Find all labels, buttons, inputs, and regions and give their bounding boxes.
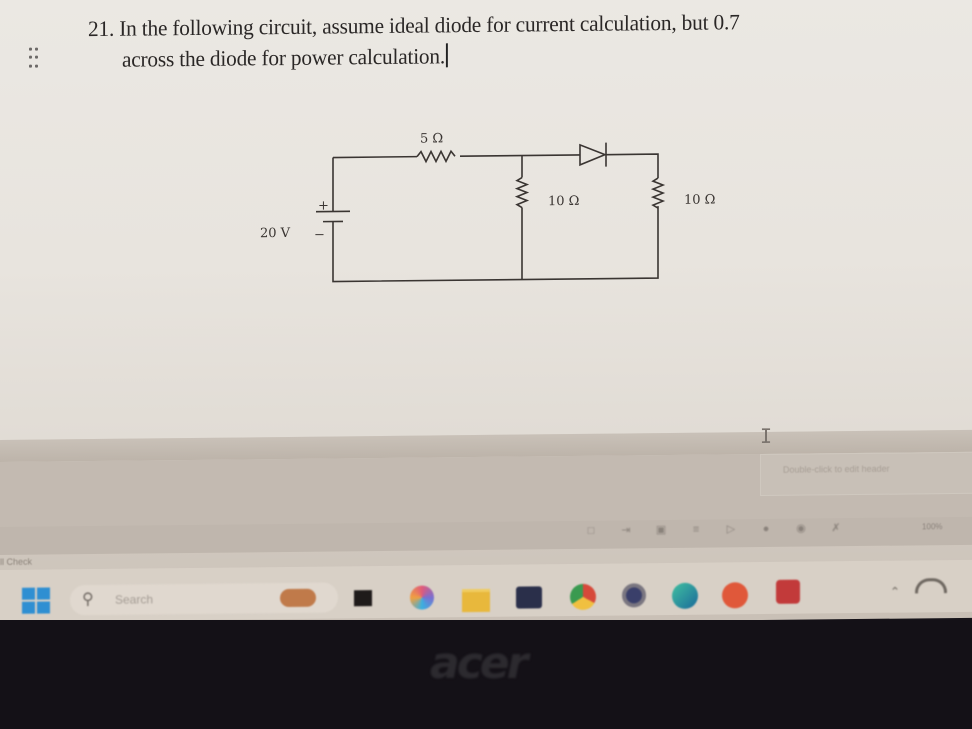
windows-start-icon[interactable] [22,587,50,614]
mouse-ibeam-cursor-icon: I [760,423,773,449]
microsoft-store-icon[interactable] [516,586,542,609]
load-resistor-label: 10 Ω [684,193,715,208]
tray-overflow-chevron-icon[interactable]: ⌃ [890,584,901,599]
header-hint-box[interactable]: Double-click to edit header [760,451,972,497]
search-icon: ⚲ [82,591,94,609]
header-hint-text: Double-click to edit header [783,463,890,475]
globe-icon[interactable]: ● [762,522,770,536]
edge-browser-icon[interactable] [672,582,698,609]
shunt-resistor-label: 10 Ω [548,194,579,209]
wifi-icon[interactable] [915,578,947,594]
windows-taskbar: ⚲ Search ⌃ [0,559,972,622]
page-icon[interactable]: □ [587,524,595,537]
source-minus-sign: − [314,228,325,243]
settings-gear-icon[interactable] [622,583,646,608]
circuit-diagram: 5 Ω 10 Ω 10 Ω 20 V + − [260,131,715,283]
status-icon-group: □ ⇥ ▣ ≡ ▷ ● ◉ ✗ [585,522,865,537]
expand-icon[interactable]: ✗ [831,522,841,535]
file-explorer-icon[interactable] [462,588,490,613]
taskbar-search-box[interactable]: ⚲ Search [70,582,338,616]
image-icon[interactable]: ▣ [655,524,667,537]
import-icon[interactable]: ⇥ [621,524,631,537]
search-placeholder: Search [115,592,154,607]
search-highlight-icon [280,588,316,608]
eye-icon[interactable]: ◉ [796,522,806,535]
drag-handle-icon[interactable] [29,47,39,70]
resistor-5ohm [416,149,456,164]
source-plus-sign: + [318,199,329,214]
question-text[interactable]: 21. In the following circuit, assume ide… [88,6,740,75]
acer-logo: acer [430,638,528,689]
list-icon[interactable]: ≡ [692,523,700,536]
play-icon[interactable]: ▷ [726,523,736,536]
chrome-icon[interactable] [570,583,596,611]
copilot-app-icon[interactable] [410,585,434,610]
resistor-5ohm-label: 5 Ω [420,131,443,146]
red-app-icon[interactable] [722,582,748,609]
laptop-bezel [0,620,972,729]
document-page: 21. In the following circuit, assume ide… [0,0,972,441]
mcafee-icon[interactable] [776,579,800,604]
source-voltage-label: 20 V [260,226,291,241]
question-line-2: across the diode for power calculation. [88,37,740,75]
text-caret [446,43,448,68]
laptop-screen: 21. In the following circuit, assume ide… [0,0,972,629]
zoom-level[interactable]: 100% [922,522,943,532]
terminal-app-icon[interactable] [354,590,372,607]
spell-check-label[interactable]: ll Check [0,556,33,567]
